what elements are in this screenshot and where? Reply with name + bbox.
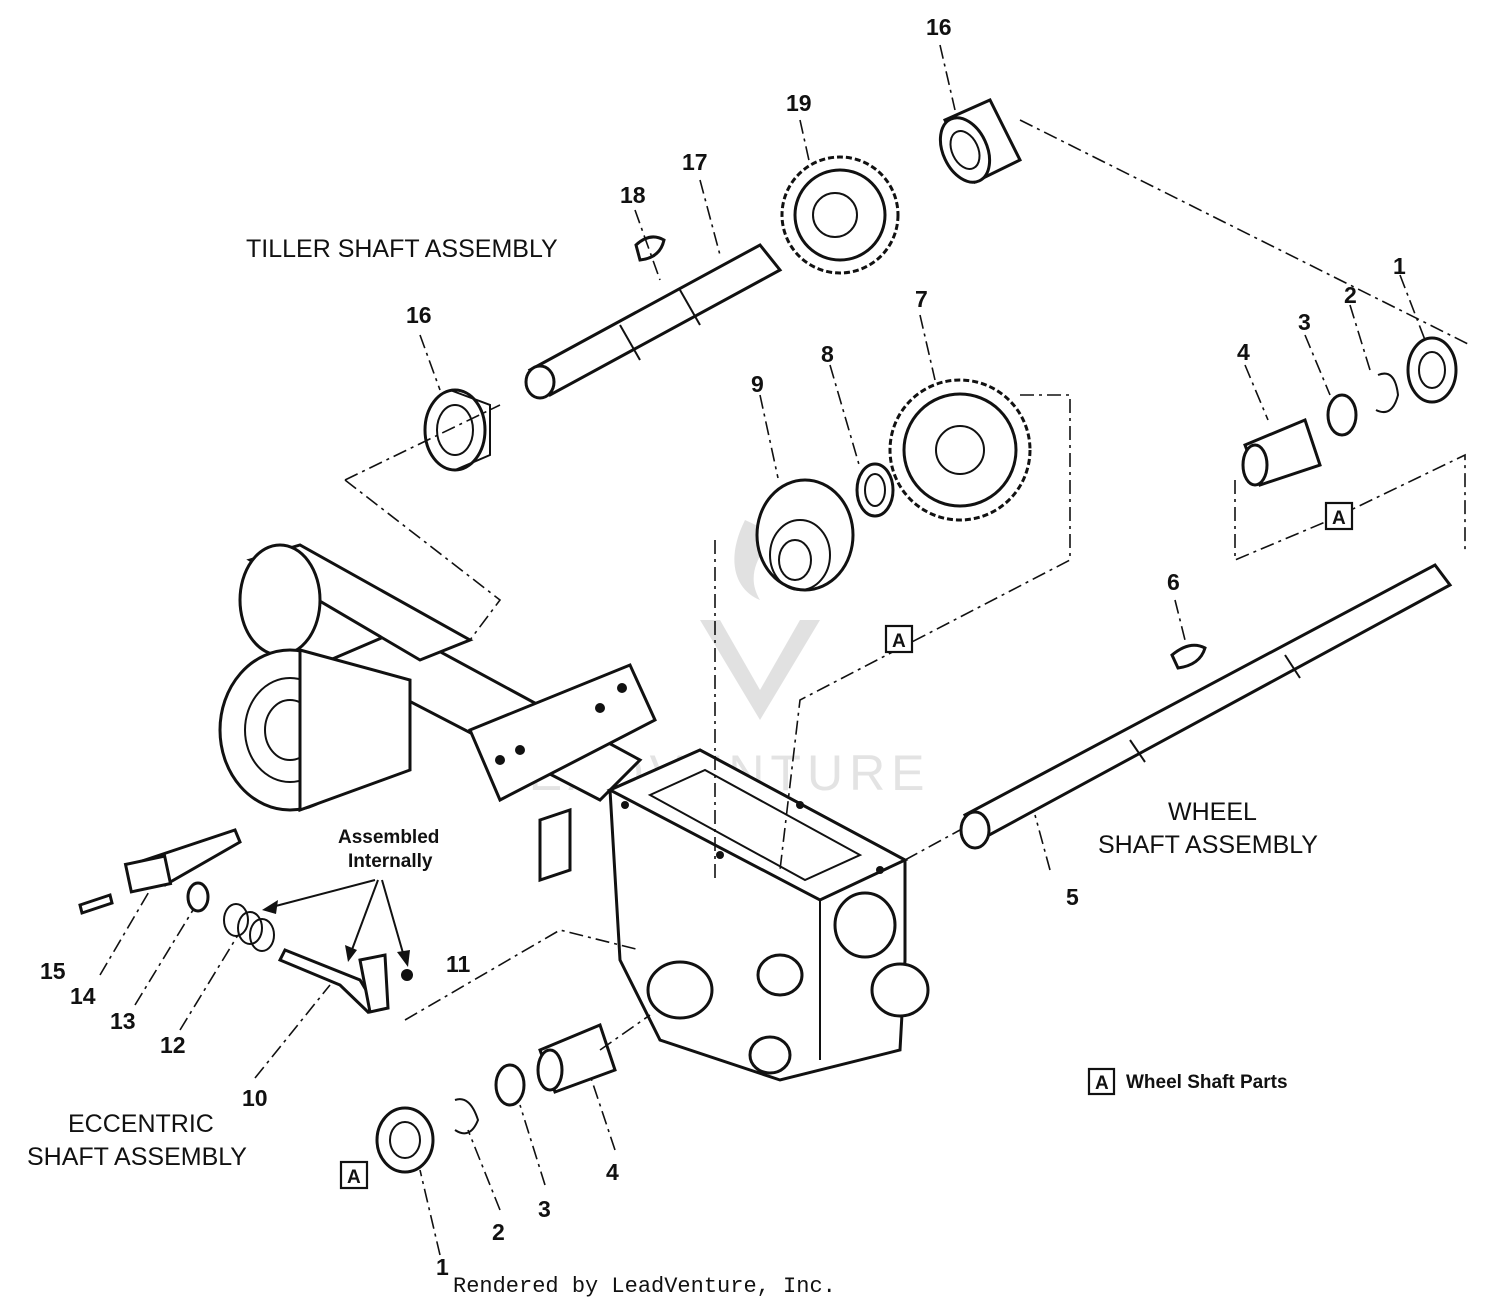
box-a-right: A <box>1324 501 1354 531</box>
svg-text:A: A <box>347 1167 361 1188</box>
legend-label: Wheel Shaft Parts <box>1126 1072 1288 1093</box>
transmission-housing <box>218 543 930 1082</box>
callout-3-bottom: 3 <box>538 1196 551 1222</box>
box-a-bottom: A <box>339 1160 369 1190</box>
wheel-shaft-title-line1: WHEEL <box>1168 798 1257 826</box>
assembled-internally-line2: Internally <box>348 851 433 872</box>
callout-16-top: 16 <box>926 14 952 40</box>
callout-16-left: 16 <box>406 302 432 328</box>
callout-6: 6 <box>1167 569 1180 595</box>
svg-text:A: A <box>1332 508 1346 529</box>
callout-1-bottom: 1 <box>436 1254 449 1280</box>
eccentric-shaft-assembly <box>78 828 413 1015</box>
eccentric-shaft-title-line2: SHAFT ASSEMBLY <box>27 1143 247 1171</box>
callout-4-bottom: 4 <box>606 1159 619 1185</box>
callout-2-bottom: 2 <box>492 1219 505 1245</box>
credit-text: Rendered by LeadVenture, Inc. <box>453 1274 836 1299</box>
svg-text:A: A <box>892 631 906 652</box>
tiller-shaft-title: TILLER SHAFT ASSEMBLY <box>246 235 558 263</box>
callout-8: 8 <box>821 341 834 367</box>
gear-hub-assembly <box>755 378 1032 592</box>
callout-11: 11 <box>446 951 471 977</box>
callout-18: 18 <box>620 182 646 208</box>
callout-3-right: 3 <box>1298 309 1311 335</box>
box-a-center: A <box>884 624 914 654</box>
callout-12: 12 <box>160 1032 186 1058</box>
eccentric-shaft-title-line1: ECCENTRIC <box>68 1110 214 1138</box>
callout-13: 13 <box>110 1008 136 1034</box>
callout-5: 5 <box>1066 884 1079 910</box>
callout-14: 14 <box>70 983 96 1009</box>
bottom-wheel-parts <box>375 1022 617 1174</box>
wheel-shaft-title-line2: SHAFT ASSEMBLY <box>1098 831 1318 859</box>
callout-19: 19 <box>786 90 812 116</box>
assembled-internally-arrows <box>262 879 410 967</box>
wheel-shaft-assembly <box>959 336 1458 850</box>
callout-4-right: 4 <box>1237 339 1250 365</box>
callout-7: 7 <box>915 286 928 312</box>
assembled-internally-line1: Assembled <box>338 827 439 848</box>
callout-1-right: 1 <box>1393 253 1406 279</box>
callout-10: 10 <box>242 1085 268 1111</box>
callout-9: 9 <box>751 371 764 397</box>
callout-15: 15 <box>40 958 66 984</box>
tiller-shaft-assembly <box>423 98 1023 472</box>
legend-wheel-shaft-parts: A Wheel Shaft Parts <box>1087 1067 1288 1096</box>
callout-2-right: 2 <box>1344 282 1357 308</box>
callout-17: 17 <box>682 149 708 175</box>
legend-box-letter: A <box>1095 1073 1109 1094</box>
